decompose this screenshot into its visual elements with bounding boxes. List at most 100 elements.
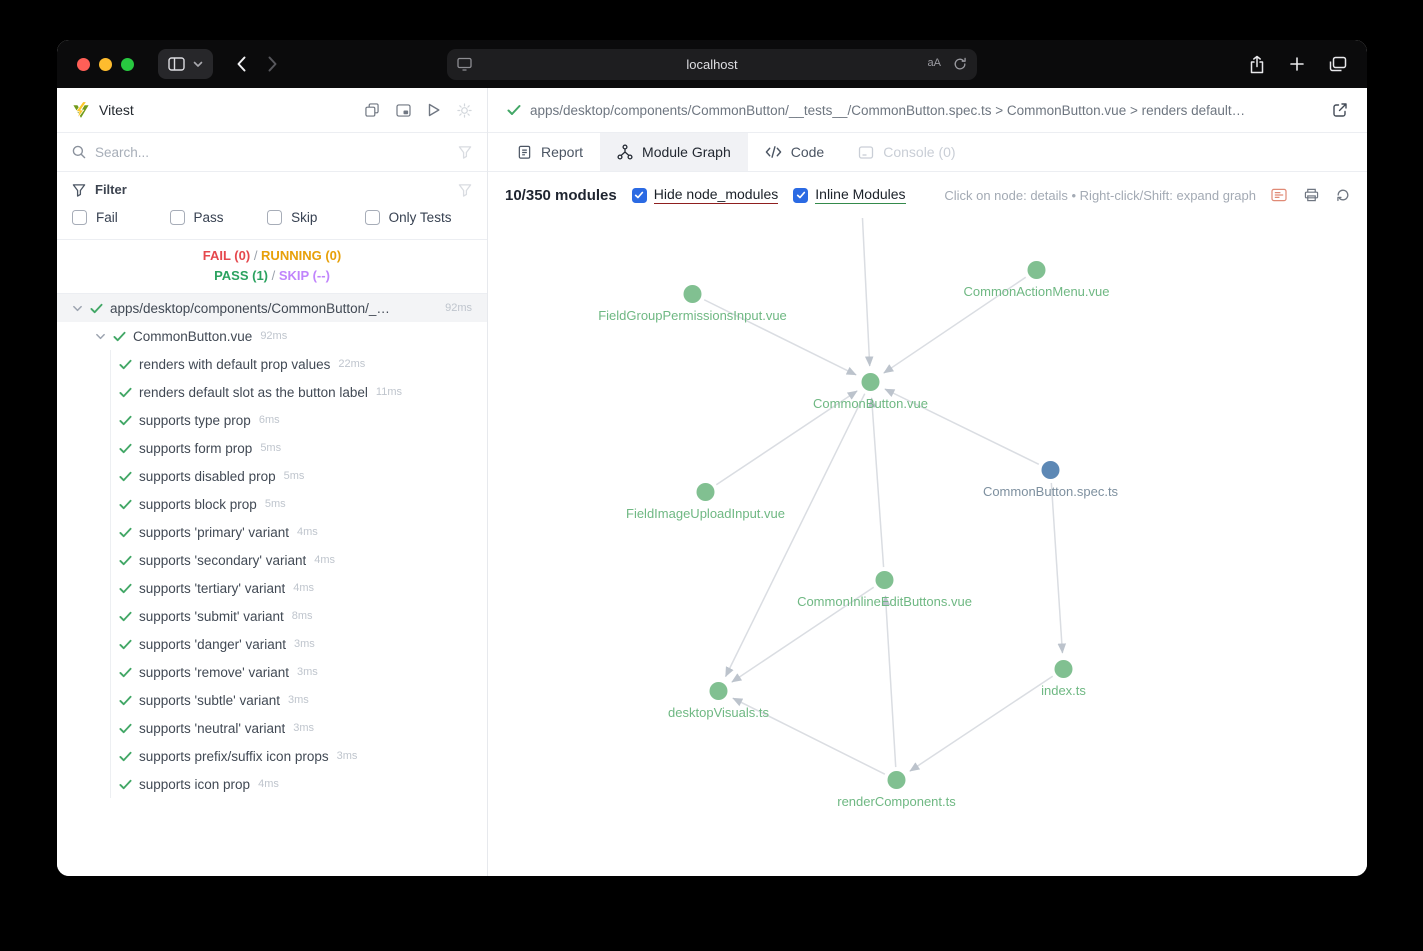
graph-node-label: CommonInlineEditButtons.vue <box>797 594 972 609</box>
graph-node-commoninlineeditbuttons-vue[interactable] <box>875 571 894 589</box>
test-label: supports 'tertiary' variant <box>139 580 286 596</box>
dock-popup-icon[interactable] <box>365 103 379 117</box>
graph-node-label: renderComponent.ts <box>837 794 956 809</box>
duration-badge: 22ms <box>338 358 366 370</box>
sidebar-toggle-button[interactable] <box>158 49 213 79</box>
new-tab-icon[interactable] <box>1289 56 1305 72</box>
open-in-editor-icon[interactable] <box>1332 102 1348 118</box>
duration-badge: 5ms <box>283 470 305 482</box>
zoom-window-button[interactable] <box>121 57 134 71</box>
test-row[interactable]: renders default slot as the button label… <box>57 378 487 406</box>
skip-count: SKIP (--) <box>278 268 330 283</box>
close-window-button[interactable] <box>77 57 90 71</box>
run-all-icon[interactable] <box>428 103 440 117</box>
test-row[interactable]: supports 'submit' variant 8ms <box>57 602 487 630</box>
tab-module-graph[interactable]: Module Graph <box>600 133 748 171</box>
tab-report[interactable]: Report <box>500 133 600 171</box>
export-graph-icon[interactable] <box>1304 188 1319 202</box>
filter-checkbox-only-tests[interactable]: Only Tests <box>364 210 472 225</box>
test-tree: apps/desktop/components/CommonButton/_…9… <box>57 294 487 876</box>
duration-badge: 92ms <box>445 302 472 314</box>
pass-check-icon <box>119 386 132 399</box>
test-label: supports type prop <box>139 412 251 428</box>
back-button[interactable] <box>237 56 246 72</box>
clear-search-filter-icon[interactable] <box>458 145 472 159</box>
graph-node-commonbutton-spec-ts[interactable] <box>1041 461 1060 479</box>
graph-node-commonbutton-vue[interactable] <box>861 373 880 391</box>
test-label: supports 'subtle' variant <box>139 692 280 708</box>
dashboard-icon[interactable] <box>396 103 411 117</box>
graph-node-fieldgrouppermissionsinput-vue[interactable] <box>683 285 702 303</box>
graph-node-label: desktopVisuals.ts <box>668 705 769 720</box>
test-label: supports 'primary' variant <box>139 524 289 540</box>
filter-checkbox-pass[interactable]: Pass <box>169 210 268 225</box>
tab-code[interactable]: Code <box>748 133 841 171</box>
test-label: supports 'submit' variant <box>139 608 284 624</box>
suite-row[interactable]: apps/desktop/components/CommonButton/_…9… <box>57 294 487 322</box>
graph-node-fieldimageuploadinput-vue[interactable] <box>696 483 715 501</box>
inline-modules-checkbox[interactable]: Inline Modules <box>793 186 906 204</box>
filter-option-label: Fail <box>96 210 118 225</box>
graph-edge <box>1050 482 1067 654</box>
duration-badge: 11ms <box>375 386 402 398</box>
reset-graph-icon[interactable] <box>1336 188 1350 202</box>
filter-checkbox-fail[interactable]: Fail <box>72 210 170 225</box>
pass-check-icon <box>119 638 132 651</box>
graph-node-desktopvisuals-ts[interactable] <box>709 682 728 700</box>
reload-icon[interactable] <box>953 57 967 76</box>
tab-overview-icon[interactable] <box>1329 56 1347 72</box>
address-bar[interactable]: localhost aA <box>447 49 977 80</box>
minimize-window-button[interactable] <box>99 57 112 71</box>
filter-label: Filter <box>95 182 127 197</box>
forward-button[interactable] <box>268 56 277 72</box>
chevron-down-icon <box>193 61 203 68</box>
search-input[interactable] <box>95 144 449 160</box>
page-settings-icon[interactable]: aA <box>927 57 941 69</box>
test-label: supports 'danger' variant <box>139 636 286 652</box>
checkbox-unchecked[interactable] <box>364 210 380 225</box>
app-title: Vitest <box>99 102 134 118</box>
hide-node-modules-checkbox[interactable]: Hide node_modules <box>631 186 779 204</box>
duration-badge: 3ms <box>296 666 318 678</box>
test-row[interactable]: supports 'remove' variant 3ms <box>57 658 487 686</box>
checkbox-label: Hide node_modules <box>653 186 779 204</box>
chevron-down-icon[interactable] <box>72 303 83 314</box>
graph-node-commonactionmenu-vue[interactable] <box>1027 261 1046 279</box>
graph-node-rendercomponent-ts[interactable] <box>887 771 906 789</box>
duration-badge: 3ms <box>293 722 315 734</box>
graph-legend-icon[interactable] <box>1271 188 1287 202</box>
checkbox-checked[interactable] <box>631 187 647 203</box>
tab-console-0[interactable]: Console (0) <box>841 133 972 171</box>
share-icon[interactable] <box>1249 55 1265 74</box>
checkbox-unchecked[interactable] <box>169 210 185 225</box>
checkbox-checked[interactable] <box>793 187 809 203</box>
chevron-down-icon[interactable] <box>95 331 106 342</box>
graph-node-index-ts[interactable] <box>1054 660 1073 678</box>
theme-toggle-icon[interactable] <box>457 102 472 118</box>
checkbox-unchecked[interactable] <box>72 210 87 225</box>
modules-count: 10/350 modules <box>505 186 617 204</box>
module-graph: FieldGroupPermissionsInput.vueCommonActi… <box>598 218 1119 809</box>
filter-option-label: Only Tests <box>388 210 452 225</box>
checkbox-unchecked[interactable] <box>267 210 283 225</box>
clear-filter-icon[interactable] <box>458 183 472 197</box>
run-status-summary: FAIL (0) / RUNNING (0) PASS (1) / SKIP (… <box>57 240 487 294</box>
test-label: supports 'remove' variant <box>139 664 289 680</box>
filter-checkbox-skip[interactable]: Skip <box>267 210 365 225</box>
duration-badge: 8ms <box>291 610 313 622</box>
